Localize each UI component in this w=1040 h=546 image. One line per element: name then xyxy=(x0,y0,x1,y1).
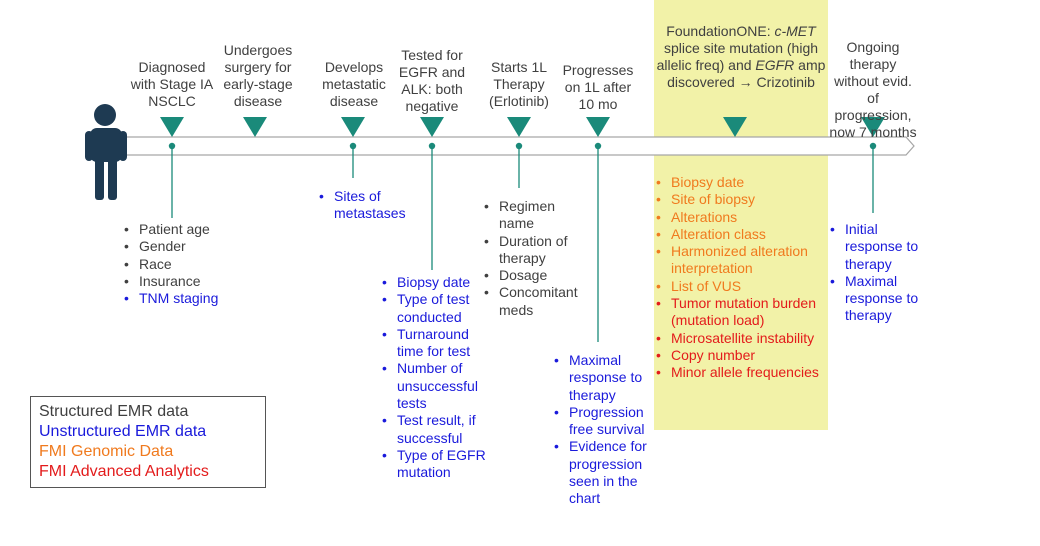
foundation-bullet-item: Alterations xyxy=(654,209,828,227)
foundation-bullet-item: Harmonized alteration interpretation xyxy=(654,243,828,278)
event-ongoing-label: Ongoing therapy without evid. of progres… xyxy=(829,39,917,140)
legend-unstructured: Unstructured EMR data xyxy=(39,423,207,440)
event-starts1l-label: Starts 1L Therapy (Erlotinib) xyxy=(489,59,549,109)
foundation-bullet-item: Minor allele frequencies xyxy=(654,364,828,382)
metastatic-bullet-item: Sites of metastases xyxy=(317,188,413,223)
surgery-marker-triangle xyxy=(243,117,267,137)
tested-bullet-item: Type of EGFR mutation xyxy=(380,447,486,482)
foundation-bullet-item: Microsatellite instability xyxy=(654,330,828,348)
ongoing-timeline-dot xyxy=(869,142,877,150)
metastatic-marker-triangle xyxy=(341,117,365,137)
progresses-bullet-item: Progression free survival xyxy=(552,404,648,439)
progresses-bullet-item: Evidence for progression seen in the cha… xyxy=(552,438,648,507)
starts1l-timeline-dot xyxy=(515,142,523,150)
tested-timeline-dot xyxy=(428,142,436,150)
foundation-text-suffix: amp discovered → Crizotinib xyxy=(667,57,826,90)
foundation-text-cmet: c-MET xyxy=(774,23,816,39)
event-diagnosed-label: Diagnosed with Stage IA NSCLC xyxy=(130,59,214,109)
metastatic-timeline-dot xyxy=(349,142,357,150)
starts1l-bullet-item: Concomitant meds xyxy=(482,284,578,319)
legend-box: Structured EMR data Unstructured EMR dat… xyxy=(30,396,266,488)
foundation-bullet-item: Biopsy date xyxy=(654,174,828,192)
legend-genomic: FMI Genomic Data xyxy=(39,443,174,460)
diagnosed-bullet-item: Race xyxy=(122,256,232,274)
metastatic-data-list: Sites of metastases xyxy=(317,188,413,223)
foundation-bullet-item: List of VUS xyxy=(654,278,828,296)
tested-bullet-item: Test result, if successful xyxy=(380,412,486,447)
tested-bullet-item: Turnaround time for test xyxy=(380,326,486,361)
event-metastatic-label: Develops metastatic disease xyxy=(322,59,386,109)
foundation-data-list: Biopsy dateSite of biopsyAlterationsAlte… xyxy=(654,174,828,382)
foundation-text-prefix: FoundationONE: xyxy=(666,23,775,39)
event-foundation-label: FoundationONE: c-MET splice site mutatio… xyxy=(654,23,828,91)
event-surgery-label: Undergoes surgery for early-stage diseas… xyxy=(223,42,293,109)
tested-data-list: Biopsy dateType of test conductedTurnaro… xyxy=(380,274,486,482)
patient-icon xyxy=(85,104,127,200)
foundation-bullet-item: Alteration class xyxy=(654,226,828,244)
tested-bullet-item: Type of test conducted xyxy=(380,291,486,326)
foundation-bullet-item: Site of biopsy xyxy=(654,191,828,209)
ongoing-bullet-item: Maximal response to therapy xyxy=(828,273,924,325)
progresses-data-list: Maximal response to therapyProgression f… xyxy=(552,352,648,508)
foundation-text-egfr: EGFR xyxy=(755,57,795,73)
diagnosed-bullet-item: Insurance xyxy=(122,273,232,291)
foundation-text-mid: splice site mutation (high allelic freq)… xyxy=(656,40,819,73)
progresses-marker-triangle xyxy=(586,117,610,137)
legend-structured: Structured EMR data xyxy=(39,403,189,420)
event-tested-label: Tested for EGFR and ALK: both negative xyxy=(398,47,466,114)
starts1l-bullet-item: Dosage xyxy=(482,267,576,285)
diagnosed-bullet-item: Patient age xyxy=(122,221,232,239)
ongoing-bullet-item: Initial response to therapy xyxy=(828,221,924,273)
foundation-marker-triangle xyxy=(723,117,747,137)
progresses-timeline-dot xyxy=(594,142,602,150)
foundation-bullet-item: Copy number xyxy=(654,347,828,365)
tested-marker-triangle xyxy=(420,117,444,137)
starts1l-bullet-item: Duration of therapy xyxy=(482,233,576,268)
event-progresses-label: Progresses on 1L after 10 mo xyxy=(562,62,634,112)
diagnosed-bullet-item: Gender xyxy=(122,238,232,256)
tested-bullet-item: Biopsy date xyxy=(380,274,486,292)
starts1l-bullet-item: Regimen name xyxy=(482,198,576,233)
ongoing-data-list: Initial response to therapyMaximal respo… xyxy=(828,221,924,325)
starts1l-data-list: Regimen nameDuration of therapyDosageCon… xyxy=(482,198,578,319)
legend-advanced: FMI Advanced Analytics xyxy=(39,463,209,480)
starts1l-marker-triangle xyxy=(507,117,531,137)
tested-bullet-item: Number of unsuccessful tests xyxy=(380,360,486,412)
ongoing-marker-triangle xyxy=(861,117,885,137)
diagnosed-data-list: Patient ageGenderRaceInsuranceTNM stagin… xyxy=(122,221,232,308)
progresses-bullet-item: Maximal response to therapy xyxy=(552,352,648,404)
diagnosed-marker-triangle xyxy=(160,117,184,137)
diagnosed-bullet-item: TNM staging xyxy=(122,290,232,308)
foundation-bullet-item: Tumor mutation burden (mutation load) xyxy=(654,295,828,330)
diagnosed-timeline-dot xyxy=(168,142,176,150)
